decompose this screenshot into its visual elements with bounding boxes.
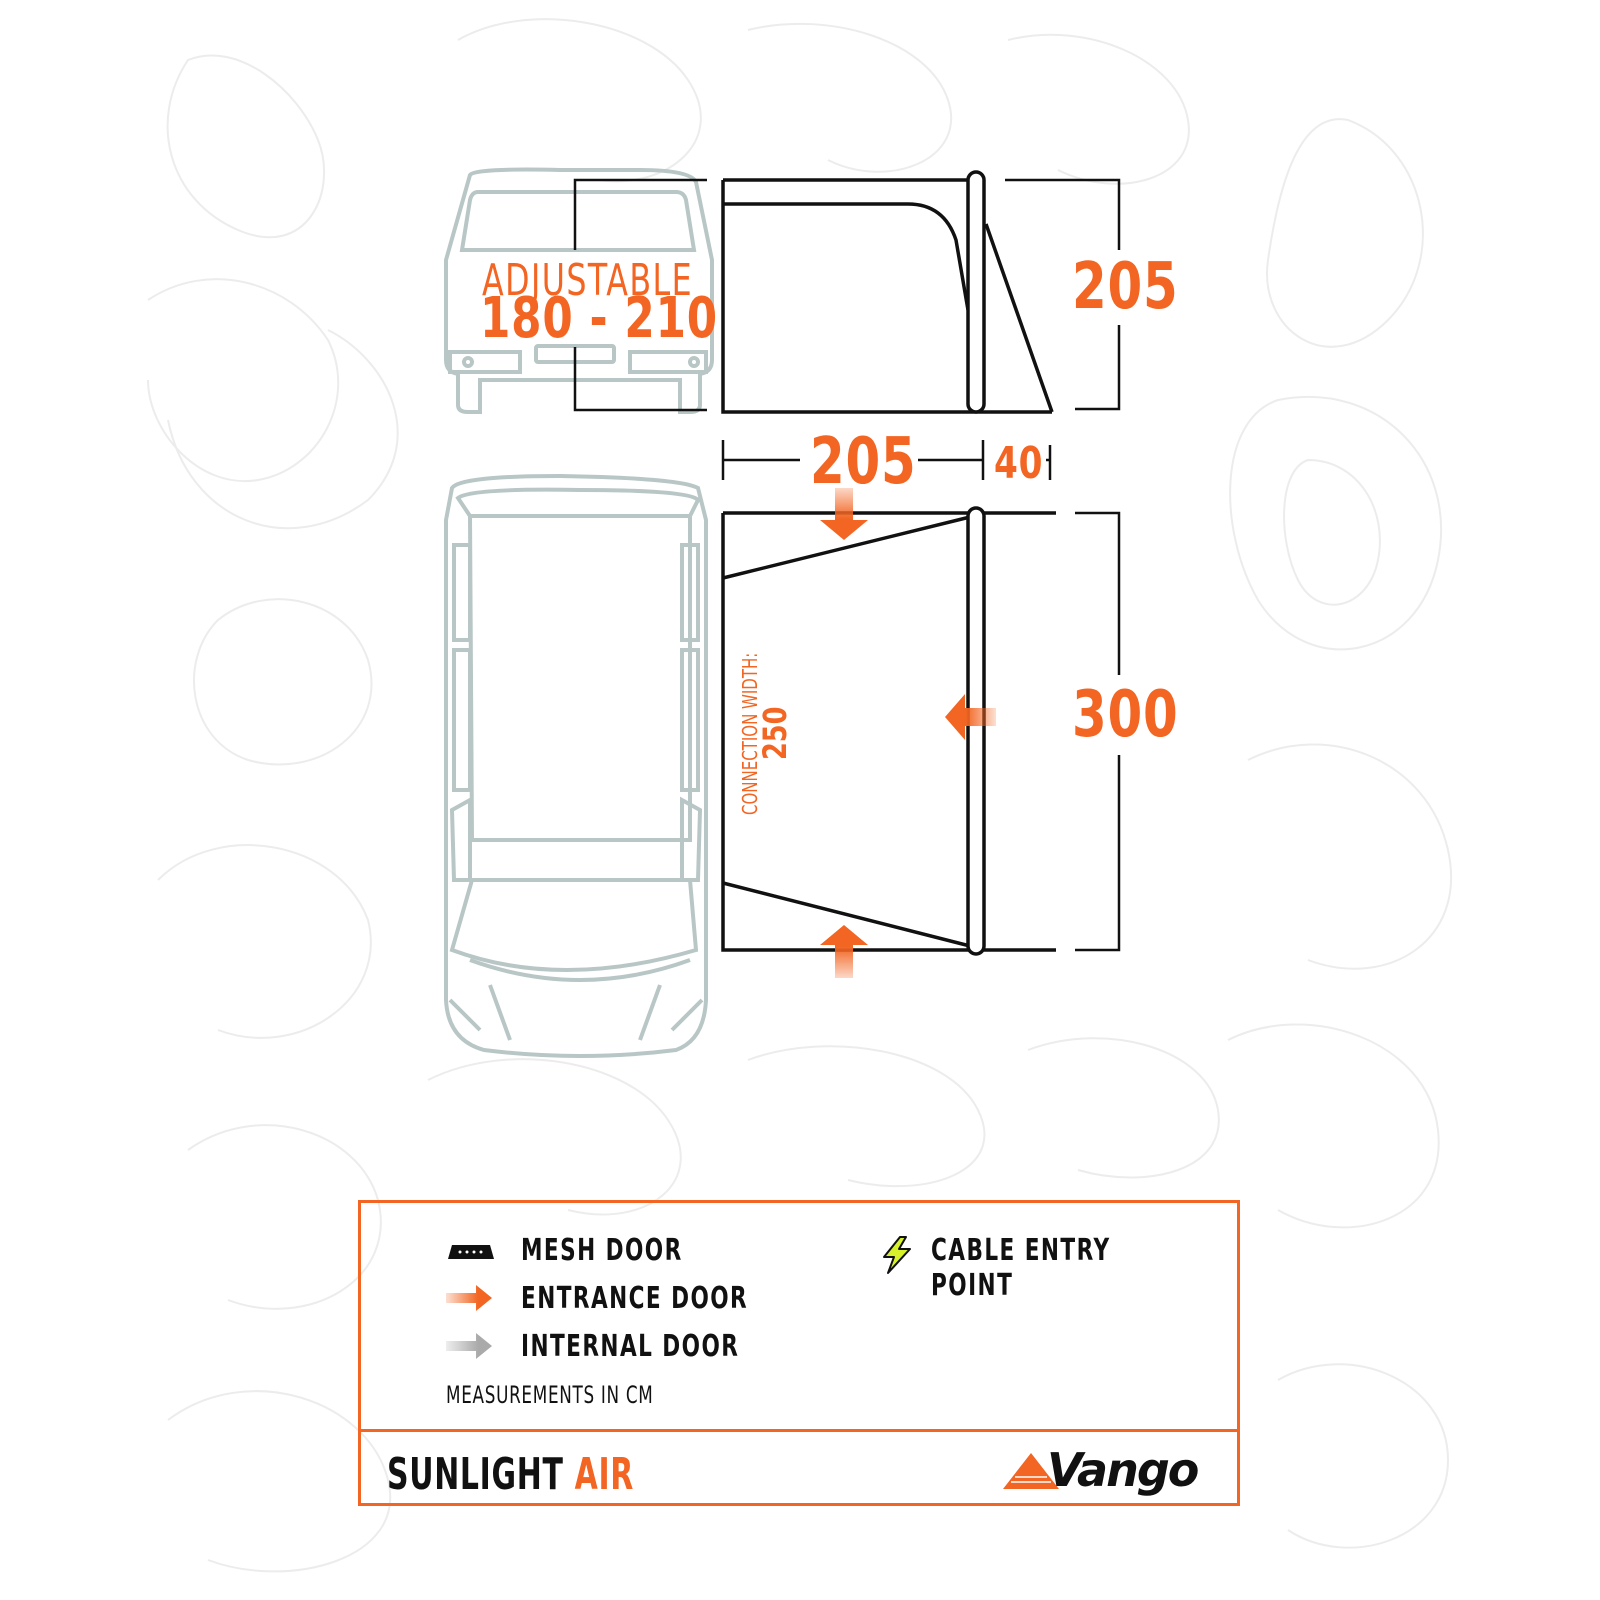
legend-internal-door-label: INTERNAL DOOR [521,1329,740,1364]
product-name-main: SUNLIGHT [387,1449,564,1500]
entrance-door-arrow-top [820,488,868,540]
length-value: 300 [1072,678,1179,752]
entrance-door-arrow-bottom [820,925,868,978]
extension-depth-value: 40 [994,438,1044,489]
entrance-door-arrow-side [945,694,996,740]
height-value: 205 [1072,250,1179,324]
length-dimension-line [1075,511,1121,952]
product-name-variant: AIR [574,1449,635,1500]
brand-logo: Vango [1001,1443,1201,1503]
legend-mesh-door-label: MESH DOOR [521,1233,683,1268]
adjustable-height-bracket [573,178,707,412]
legend-entrance-door-label: ENTRANCE DOOR [521,1281,749,1316]
brand-name: Vango [1047,1443,1199,1497]
internal-door-arrow-icon [446,1333,492,1359]
legend-cable-entry-label: CABLE ENTRY POINT [931,1233,1111,1303]
legend-divider [361,1429,1237,1432]
vango-triangle-icon [1003,1453,1059,1489]
adjustable-label: ADJUSTABLE [482,255,694,306]
connection-width-value: 250 [756,706,794,760]
legend-panel: MESH DOOR ENTRANCE DOOR INTERNAL DOOR ME… [358,1200,1240,1506]
depth-dimension-lines [721,440,1052,480]
van-rear-outline [444,167,714,414]
adjustable-range: 180 - 210 [480,286,718,351]
product-name: SUNLIGHT AIR [387,1449,634,1500]
main-depth-value: 205 [810,425,917,499]
awning-side-view [721,170,1054,414]
height-dimension-line [1005,178,1121,411]
car-top-outline [444,473,708,1058]
entrance-door-arrow-icon [446,1285,492,1311]
measurements-note: MEASUREMENTS IN CM [446,1381,654,1409]
mesh-door-icon [448,1245,494,1259]
lightning-bolt-icon [883,1236,911,1274]
